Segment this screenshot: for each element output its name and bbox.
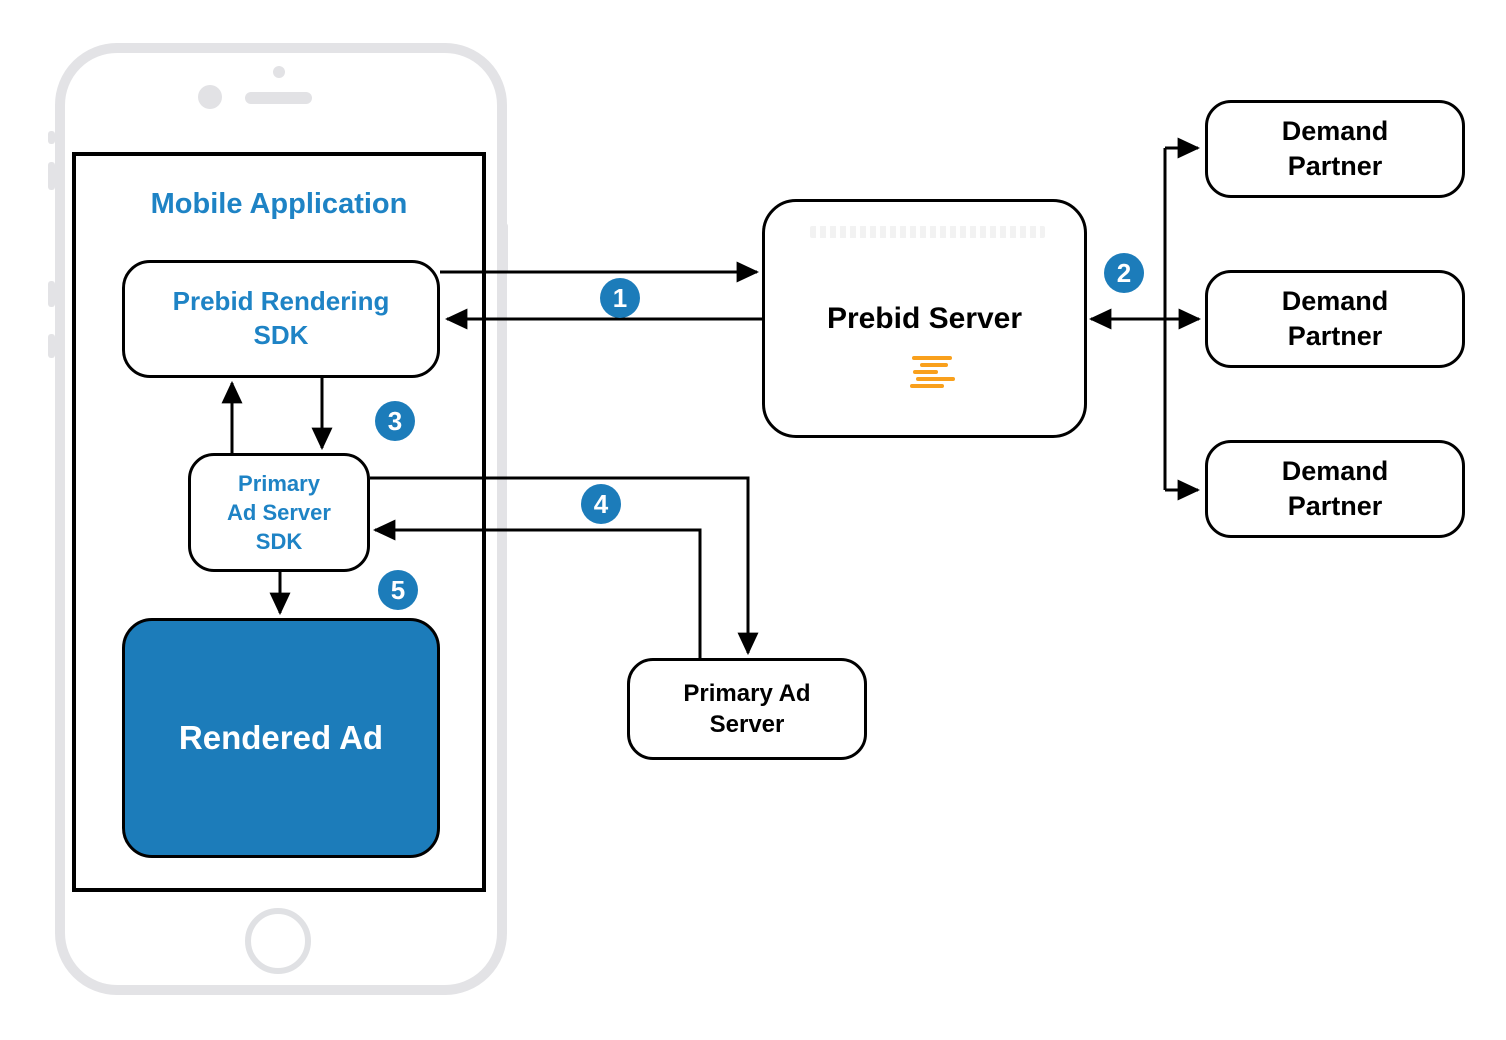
volume-down-button-icon [48,281,55,307]
side-button-icon [48,334,55,358]
prebid-logo-bar [912,356,952,360]
prebid-server-label: Prebid Server [826,301,1023,335]
step-badge-2: 2 [1104,253,1144,293]
prebid-logo-bar [913,370,938,374]
prebid-server-watermark [810,226,1045,238]
demand-partner-3-label-line1: Demand [1281,455,1389,486]
demand-partner-2-label-line2: Partner [1287,321,1383,351]
demand-partner-box-2: Demand Partner [1205,270,1465,368]
primary-ad-server-sdk-label-line2: Ad Server [227,499,331,525]
mute-switch-icon [48,131,55,144]
demand-partner-box-1: Demand Partner [1205,100,1465,198]
front-camera-icon [198,85,222,109]
demand-partner-1-label-line1: Demand [1281,115,1389,146]
demand-partner-1-label-line2: Partner [1287,151,1383,181]
power-button-icon [501,223,508,273]
prebid-rendering-sdk-label-line1: Prebid Rendering [172,286,390,317]
demand-partner-box-3: Demand Partner [1205,440,1465,538]
prebid-rendering-sdk-box: Prebid Rendering SDK [122,260,440,378]
primary-ad-server-box: Primary Ad Server [627,658,867,760]
camera-dot-icon [273,66,285,78]
volume-up-button-icon [48,162,55,190]
primary-ad-server-sdk-label-line3: SDK [255,529,303,555]
rendered-ad-box: Rendered Ad [122,618,440,858]
prebid-logo-bar [916,377,955,381]
home-button-icon [245,908,311,974]
prebid-rendering-sdk-label-line2: SDK [253,320,309,350]
step-badge-3: 3 [375,401,415,441]
step-badge-1: 1 [600,278,640,318]
step-badge-5: 5 [378,570,418,610]
primary-ad-server-sdk-box: Primary Ad Server SDK [188,453,370,572]
step-badge-4: 4 [581,484,621,524]
prebid-logo-bar [910,384,944,388]
rendered-ad-label: Rendered Ad [178,719,384,756]
speaker-icon [245,92,312,104]
prebid-server-box: Prebid Server [762,199,1087,438]
primary-ad-server-label-line2: Server [709,711,785,738]
primary-ad-server-label-line1: Primary Ad [683,679,811,707]
demand-partner-3-label-line2: Partner [1287,491,1383,521]
prebid-logo-bar [920,363,948,367]
mobile-application-title: Mobile Application [150,188,408,220]
primary-ad-server-sdk-label-line1: Primary [238,470,320,496]
demand-partner-2-label-line1: Demand [1281,285,1389,316]
